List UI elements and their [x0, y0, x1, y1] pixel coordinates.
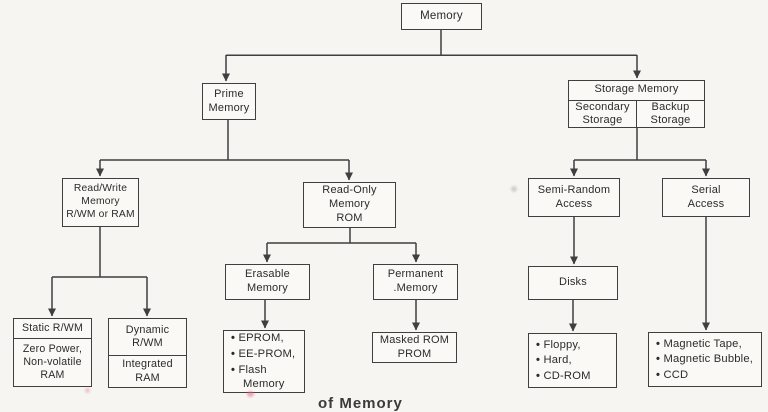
eprom-list-item: EPROM,	[231, 331, 300, 346]
storage-memory-cells: Secondary Storage Backup Storage	[569, 100, 704, 127]
node-prime-memory-label: Prime Memory	[208, 87, 250, 114]
node-floppy-list: Floppy, Hard, CD-ROM	[528, 333, 617, 388]
node-permanent-memory-label: Permanent .Memory	[387, 268, 444, 294]
magnetic-list-item: CCD	[656, 368, 757, 383]
node-memory-label: Memory	[420, 10, 463, 23]
storage-backup-cell: Backup Storage	[650, 100, 691, 126]
static-rwm-title: Static R/WM	[14, 319, 91, 339]
node-magnetic-list: Magnetic Tape, Magnetic Bubble, CCD	[648, 332, 762, 387]
dynamic-rwm-detail: Integrated RAM	[122, 358, 173, 384]
node-permanent-memory: Permanent .Memory	[373, 264, 458, 300]
node-storage-memory: Storage Memory Secondary Storage Backup …	[568, 80, 705, 128]
node-read-write-memory-label: Read/Write Memory R/WM or RAM	[66, 183, 135, 220]
node-memory: Memory	[401, 3, 482, 30]
node-semi-random-access: Semi-Random Access	[528, 178, 620, 217]
connector-trunks	[52, 30, 706, 278]
eprom-list-item: EE-PROM,	[231, 347, 300, 362]
node-static-rwm: Static R/WM Zero Power, Non-volatile RAM	[13, 318, 92, 387]
node-masked-rom: Masked ROM PROM	[372, 332, 457, 363]
node-read-only-memory-label: Read-Only Memory ROM	[322, 184, 377, 224]
node-read-write-memory: Read/Write Memory R/WM or RAM	[62, 178, 139, 227]
node-erasable-memory-label: Erasable Memory	[244, 268, 290, 294]
eprom-list-item: Flash Memory	[231, 363, 300, 392]
dynamic-rwm-title: Dynamic R/WM	[109, 319, 186, 356]
node-dynamic-rwm: Dynamic R/WM Integrated RAM	[108, 318, 187, 388]
node-read-only-memory: Read-Only Memory ROM	[303, 182, 396, 228]
node-prime-memory: Prime Memory	[202, 83, 256, 120]
scan-smudge	[247, 391, 254, 397]
node-disks-label: Disks	[559, 276, 587, 289]
node-erasable-memory: Erasable Memory	[225, 264, 310, 300]
node-serial-access: Serial Access	[662, 178, 750, 217]
node-semi-random-access-label: Semi-Random Access	[537, 183, 611, 210]
magnetic-list-item: Magnetic Tape,	[656, 337, 757, 352]
floppy-list-item: CD-ROM	[536, 369, 612, 384]
node-masked-rom-label: Masked ROM PROM	[379, 333, 450, 360]
node-serial-access-label: Serial Access	[687, 183, 725, 210]
scan-smudge	[85, 388, 90, 393]
node-eprom-list: EPROM, EE-PROM, Flash Memory	[223, 330, 305, 393]
scan-smudge	[511, 186, 517, 192]
storage-secondary-cell: Secondary Storage	[569, 100, 637, 127]
floppy-list-item: Floppy,	[536, 338, 612, 353]
floppy-list-item: Hard,	[536, 353, 612, 368]
node-disks: Disks	[528, 266, 618, 300]
magnetic-list-item: Magnetic Bubble,	[656, 352, 757, 367]
storage-memory-title: Storage Memory	[569, 81, 704, 101]
static-rwm-detail: Zero Power, Non-volatile RAM	[22, 342, 83, 382]
